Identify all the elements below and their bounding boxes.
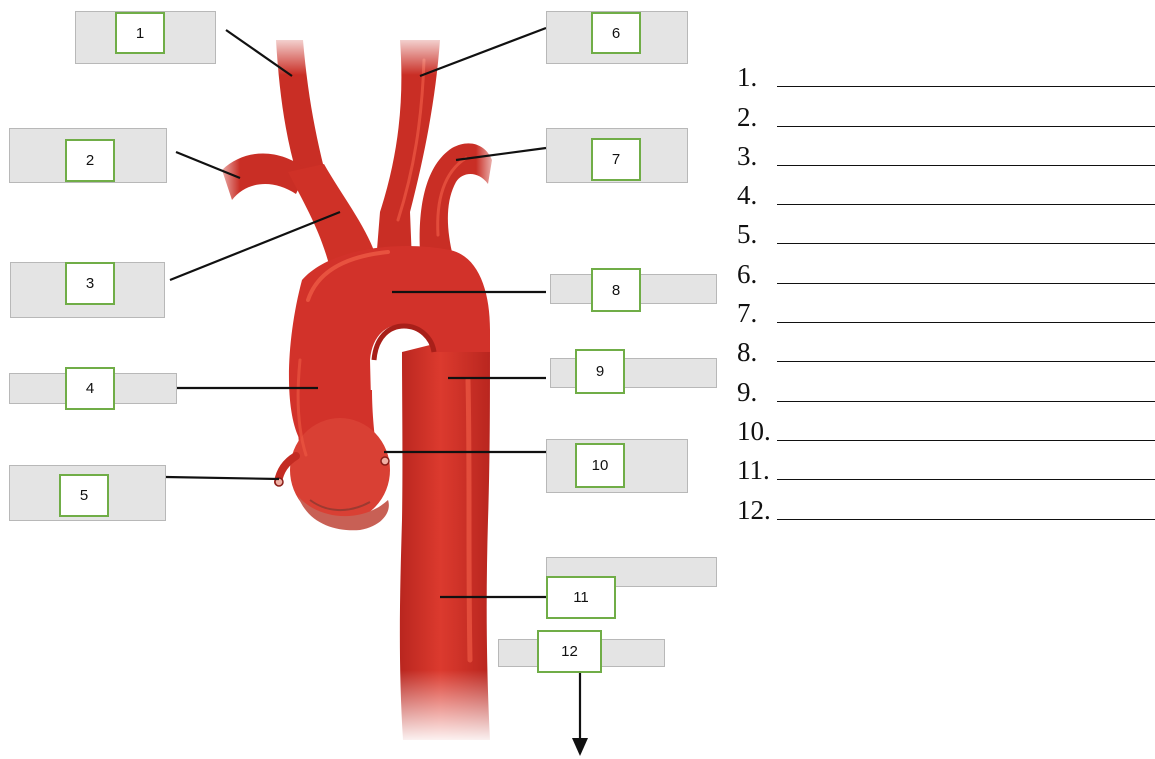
answer-blank[interactable] [777, 440, 1155, 441]
callout-number-5: 5 [59, 474, 109, 517]
answer-blank[interactable] [777, 243, 1155, 244]
answer-row: 5. [737, 209, 1155, 248]
answer-number: 4. [737, 182, 777, 209]
answer-row: 4. [737, 170, 1155, 209]
answer-number: 2. [737, 104, 777, 131]
arrowhead-down [572, 738, 588, 756]
callout-number-2: 2 [65, 139, 115, 182]
answer-row: 7. [737, 288, 1155, 327]
answer-row: 12. [737, 484, 1155, 523]
callout-number-12: 12 [537, 630, 602, 673]
top-fade [260, 30, 460, 75]
answer-blank[interactable] [777, 519, 1155, 520]
answer-number: 9. [737, 379, 777, 406]
answer-number: 10. [737, 418, 777, 445]
callout-number-10: 10 [575, 443, 625, 488]
answer-row: 2. [737, 91, 1155, 130]
answer-blank[interactable] [777, 401, 1155, 402]
right-fade [476, 135, 502, 195]
answer-row: 11. [737, 445, 1155, 484]
callout-number-8: 8 [591, 268, 641, 312]
answer-sheet: 1. 2. 3. 4. 5. 6. 7. 8. [737, 52, 1155, 524]
answer-row: 1. [737, 52, 1155, 91]
answer-blank[interactable] [777, 126, 1155, 127]
answer-number: 3. [737, 143, 777, 170]
answer-number: 1. [737, 64, 777, 91]
answer-blank[interactable] [777, 479, 1155, 480]
answer-row: 3. [737, 131, 1155, 170]
answer-row: 9. [737, 366, 1155, 405]
answer-blank[interactable] [777, 283, 1155, 284]
answer-blank[interactable] [777, 204, 1155, 205]
answer-number: 7. [737, 300, 777, 327]
answer-number: 6. [737, 261, 777, 288]
bottom-fade [390, 670, 500, 745]
vessel-highlight-descending [468, 380, 470, 660]
answer-blank[interactable] [777, 165, 1155, 166]
answer-number: 8. [737, 339, 777, 366]
answer-number: 12. [737, 497, 777, 524]
callout-number-11: 11 [546, 576, 616, 619]
answer-row: 10. [737, 406, 1155, 445]
callout-number-3: 3 [65, 262, 115, 305]
answer-blank[interactable] [777, 322, 1155, 323]
callout-number-7: 7 [591, 138, 641, 181]
callout-number-6: 6 [591, 12, 641, 54]
answer-row: 6. [737, 248, 1155, 287]
answer-row: 8. [737, 327, 1155, 366]
answer-number: 5. [737, 221, 777, 248]
leader-line-5 [166, 477, 279, 479]
callout-number-4: 4 [65, 367, 115, 410]
answer-blank[interactable] [777, 86, 1155, 87]
callout-number-1: 1 [115, 12, 165, 54]
answer-number: 11. [737, 457, 777, 484]
callout-number-9: 9 [575, 349, 625, 394]
answer-blank[interactable] [777, 361, 1155, 362]
left-coronary-ostium [381, 457, 389, 465]
